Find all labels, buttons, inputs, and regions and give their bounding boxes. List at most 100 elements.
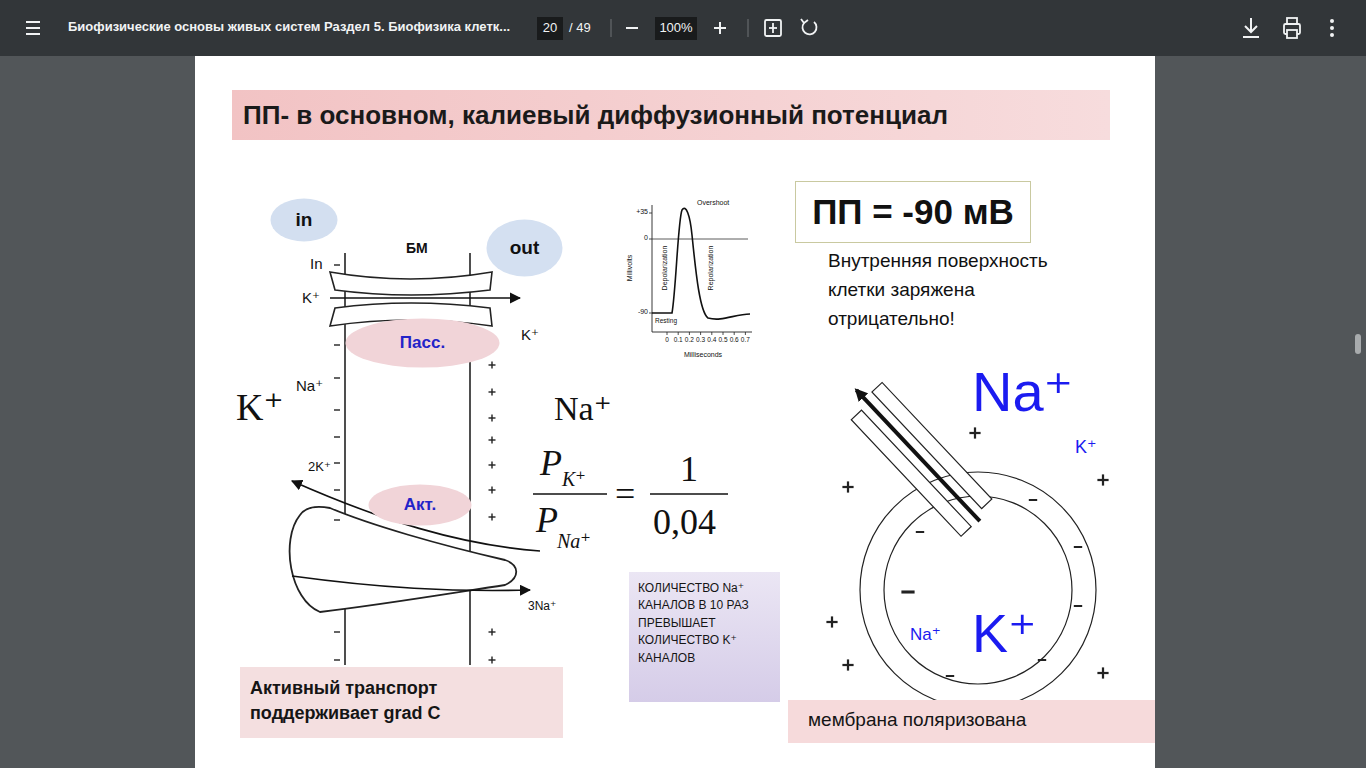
slide-page bbox=[195, 56, 1155, 768]
plus-charge bbox=[489, 362, 496, 369]
minus-charge bbox=[334, 490, 340, 491]
ion-label: K⁺ bbox=[236, 386, 284, 430]
ion-label: 2K⁺ bbox=[308, 460, 331, 475]
minus-charge bbox=[334, 520, 340, 521]
scrollbar-thumb bbox=[1355, 334, 1361, 354]
axis-tick: 0.7 bbox=[741, 336, 750, 343]
axis-tick: +35 bbox=[636, 208, 648, 216]
minus-charge bbox=[1074, 546, 1082, 547]
axis-title: Millivolts bbox=[626, 255, 634, 281]
note-text: Внутренняя поверхность клетки заряжена о… bbox=[828, 247, 1093, 334]
plus-charge bbox=[489, 415, 496, 422]
plus-charge bbox=[969, 427, 980, 438]
ion-label: Na⁺ bbox=[554, 389, 612, 428]
fraction-bar bbox=[650, 493, 728, 494]
plus-charge bbox=[489, 629, 496, 636]
menu-icon bbox=[26, 22, 40, 34]
fraction-bar bbox=[533, 493, 607, 494]
plus-charge bbox=[842, 481, 853, 492]
ion-flow-arrow bbox=[330, 297, 520, 299]
axis-tick: 0.3 bbox=[696, 336, 705, 343]
ellipse-fill bbox=[346, 319, 500, 368]
axis-title: Milliseconds bbox=[684, 351, 722, 359]
side-label-ellipse: out bbox=[486, 219, 563, 277]
axis-tick: 0.6 bbox=[730, 336, 739, 343]
axis-tick: 0.4 bbox=[707, 336, 716, 343]
ellipse-fill bbox=[369, 485, 472, 526]
plus-charge bbox=[842, 659, 853, 670]
membrane-label: БМ bbox=[406, 240, 428, 256]
fit-page-icon bbox=[765, 20, 781, 36]
zoom-out-icon bbox=[626, 27, 638, 29]
formula-number: 1 bbox=[680, 449, 698, 490]
cell-inner-membrane bbox=[884, 496, 1072, 684]
page-field bbox=[537, 17, 563, 40]
ion-flow-arrow bbox=[292, 576, 530, 590]
minus-charge bbox=[1038, 659, 1046, 660]
ellipse-fill bbox=[271, 199, 338, 242]
zoom-level: 100% bbox=[659, 21, 692, 36]
formula-number: 0,04 bbox=[653, 502, 716, 543]
curve-label: Depolarization bbox=[661, 246, 669, 291]
axis-tick: 0.5 bbox=[718, 336, 727, 343]
zoom-in-icon bbox=[714, 22, 726, 34]
more-icon bbox=[1330, 19, 1334, 37]
rotate-icon bbox=[801, 19, 816, 34]
ion-label: Na⁺ bbox=[296, 377, 323, 394]
axis-tick: -90 bbox=[638, 308, 648, 316]
channel-wall bbox=[330, 272, 492, 295]
ion-label: Na⁺ bbox=[972, 364, 1073, 420]
minus-charge bbox=[916, 531, 924, 532]
toolbar-separator bbox=[611, 19, 612, 37]
plus-charge bbox=[1097, 667, 1108, 678]
zero-line bbox=[652, 239, 748, 240]
minus-charge bbox=[334, 660, 340, 661]
ion-label: 3Na⁺ bbox=[528, 600, 556, 614]
action-potential-curve bbox=[652, 208, 750, 319]
minus-charge bbox=[946, 675, 954, 676]
minus-charge bbox=[334, 345, 340, 346]
ellipse-fill bbox=[487, 220, 563, 277]
zoom-field bbox=[655, 17, 697, 40]
formula-symbol: P bbox=[540, 443, 562, 484]
node-text: Акт. bbox=[404, 495, 436, 515]
plus-charge bbox=[826, 616, 837, 627]
plus-charge bbox=[489, 657, 496, 664]
plus-charge bbox=[489, 389, 496, 396]
node-text: мембрана поляризована bbox=[808, 709, 1026, 732]
page-number: 20 bbox=[543, 21, 557, 36]
formula-symbol: P bbox=[536, 500, 558, 541]
curve-label: Repolarization bbox=[707, 246, 715, 291]
side-label: In bbox=[310, 255, 323, 272]
note-box: КОЛИЧЕСТВО Na⁺ КАНАЛОВ В 10 РАЗ ПРЕВЫШАЕ… bbox=[629, 572, 780, 702]
plus-charge bbox=[1097, 474, 1108, 485]
plus-charge bbox=[489, 462, 496, 469]
ion-label: K⁺ bbox=[972, 606, 1037, 660]
minus-charge bbox=[901, 591, 914, 593]
minus-charge bbox=[1029, 499, 1037, 500]
node-text: out bbox=[510, 237, 540, 259]
ion-flow-arrow bbox=[292, 481, 540, 551]
plus-charge bbox=[489, 514, 496, 521]
minus-charge bbox=[334, 410, 340, 411]
node-text: in bbox=[296, 209, 313, 231]
ion-label: K⁺ bbox=[521, 326, 539, 343]
ion-label: K⁺ bbox=[302, 289, 320, 306]
node-text: Активный транспорт поддерживает grad C bbox=[250, 676, 553, 726]
document-title: Биофизические основы живых систем Раздел… bbox=[68, 20, 510, 35]
slide-title: ПП- в основном, калиевый диффузионный по… bbox=[243, 90, 1099, 140]
plus-charge bbox=[489, 437, 496, 444]
axis-tick: 0.1 bbox=[674, 336, 683, 343]
minus-charge bbox=[334, 632, 340, 633]
plus-charge bbox=[489, 487, 496, 494]
formula-subscript: Na⁺ bbox=[557, 530, 591, 553]
minus-charge bbox=[334, 378, 340, 379]
minus-charge bbox=[1074, 605, 1082, 606]
value-box: ПП = -90 мВ bbox=[795, 181, 1031, 243]
cell-outer-membrane bbox=[860, 472, 1096, 708]
axis-tick: 0 bbox=[665, 336, 669, 343]
transport-ellipse: Пасс. bbox=[345, 318, 500, 368]
minus-charge bbox=[334, 463, 340, 464]
axis-tick: 0.2 bbox=[685, 336, 694, 343]
